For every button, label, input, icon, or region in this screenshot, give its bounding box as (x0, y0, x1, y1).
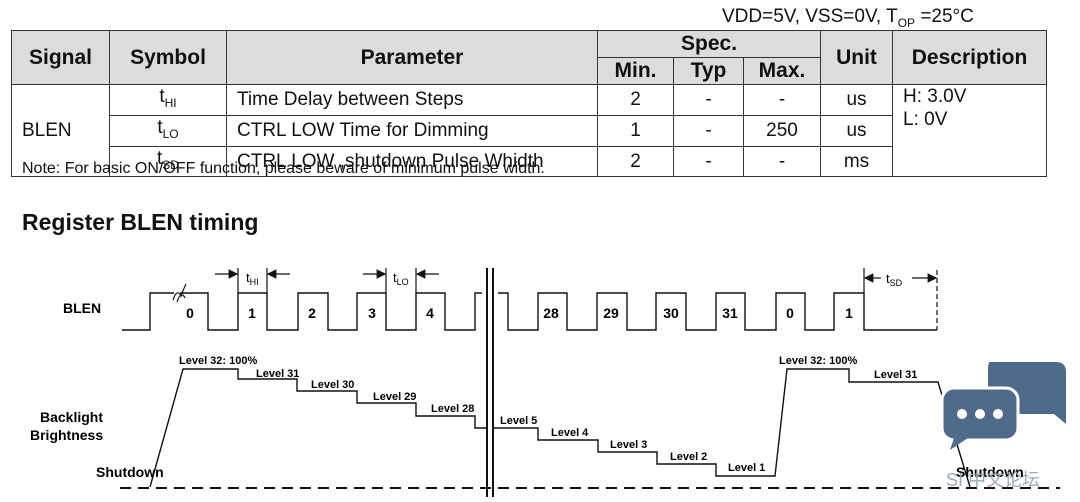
pulse-number: 29 (603, 305, 619, 321)
header-typ: Typ (673, 57, 744, 85)
level-label: Level 32: 100% (179, 355, 257, 367)
pulse-number: 31 (722, 305, 738, 321)
typ-cell: - (673, 145, 744, 178)
blen-waveform-left (122, 292, 482, 331)
pulse-number: 1 (248, 305, 256, 321)
min-cell: 2 (597, 84, 674, 116)
shutdown-label-right: Shutdown (956, 464, 1024, 480)
unit-cell: ms (820, 145, 894, 178)
level-label: Level 5 (500, 415, 537, 427)
table-row: tSD CTRL LOW ,shutdown Pulse Whidth 2 - … (12, 145, 1047, 178)
parameter-cell: CTRL LOW ,shutdown Pulse Whidth (226, 145, 598, 178)
level-label: Level 32: 100% (779, 355, 857, 367)
level-label: Level 29 (373, 391, 416, 403)
level-label: Level 28 (431, 403, 474, 415)
svg-text:tHI: tHI (246, 270, 259, 287)
brightness-waveform-left (149, 368, 486, 488)
unit-cell: us (820, 114, 894, 147)
level-label: Level 2 (670, 451, 707, 463)
header-min: Min. (597, 57, 674, 85)
symbol-cell: tSD (109, 145, 227, 178)
table-row: tLO CTRL LOW Time for Dimming 1 - 250 us (12, 114, 1047, 147)
break-mark-icon (172, 283, 187, 303)
header-signal: Signal (11, 30, 110, 85)
brightness-label: Brightness (30, 427, 103, 443)
max-cell: - (742, 84, 822, 116)
header-parameter: Parameter (226, 30, 598, 85)
pulse-number: 1 (845, 305, 853, 321)
backlight-label: Backlight (40, 409, 103, 425)
test-conditions: VDD=5V, VSS=0V, TOP =25°C (722, 6, 974, 30)
shutdown-label-left: Shutdown (96, 464, 164, 480)
min-cell: 2 (597, 145, 674, 178)
level-label: Level 31 (874, 369, 917, 381)
symbol-cell: tHI (109, 84, 227, 116)
pulse-number: 30 (663, 305, 679, 321)
table-note: Note: For basic ON/OFF function, please … (22, 160, 545, 177)
level-label: Level 30 (311, 379, 354, 391)
header-description: Description (892, 30, 1048, 85)
t-hi-annotation: tHI (215, 268, 290, 293)
level-label: Level 31 (256, 368, 299, 380)
level-label: Level 1 (728, 462, 765, 474)
unit-cell: us (820, 84, 894, 116)
max-cell: - (742, 145, 822, 178)
pulse-number: 0 (786, 305, 794, 321)
level-label: Level 4 (551, 427, 589, 439)
pulse-number: 2 (308, 305, 316, 321)
chat-bubble-icon[interactable] (940, 358, 1068, 450)
svg-text:tSD: tSD (886, 271, 903, 288)
t-lo-annotation: tLO (363, 268, 439, 293)
signal-cell: BLEN (11, 83, 110, 178)
table-row: BLEN tHI Time Delay between Steps 2 - - … (11, 83, 1048, 178)
pulse-number: 28 (543, 305, 559, 321)
section-title: Register BLEN timing (22, 209, 259, 235)
typ-cell: - (673, 114, 744, 147)
header-unit: Unit (820, 30, 894, 85)
brightness-waveform-right (494, 368, 971, 488)
svg-text:tLO: tLO (393, 270, 409, 287)
level-label: Level 3 (610, 439, 647, 451)
pulse-number: 4 (426, 305, 434, 321)
header-max: Max. (742, 57, 822, 85)
blen-waveform-right (498, 292, 937, 331)
watermark-text: SI 中文论坛 (946, 470, 1041, 490)
pulse-number: 0 (186, 305, 194, 321)
blen-label: BLEN (63, 300, 101, 316)
parameter-cell: CTRL LOW Time for Dimming (226, 114, 598, 147)
pulse-number: 3 (368, 305, 376, 321)
header-spec: Spec. (596, 30, 822, 58)
parameter-cell: Time Delay between Steps (226, 84, 598, 116)
spec-table: Signal Symbol Parameter Spec. Unit Descr… (11, 30, 1048, 178)
t-sd-annotation: tSD (863, 268, 938, 293)
